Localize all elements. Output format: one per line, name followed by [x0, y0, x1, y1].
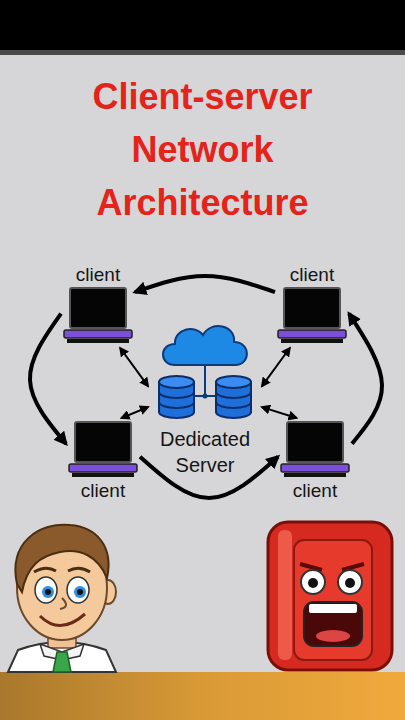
- ring-arrow: [135, 276, 275, 292]
- ring-arrow: [349, 314, 382, 444]
- panel: [0, 55, 405, 672]
- link-arrow: [262, 407, 297, 418]
- node-label: client: [290, 264, 334, 286]
- title-box: Client-server Network Architecture: [57, 70, 348, 229]
- client-node: client: [61, 262, 135, 348]
- link-arrow: [262, 348, 290, 386]
- laptop-icon: [63, 286, 133, 346]
- ring-arrow: [30, 314, 66, 444]
- top-bar: [0, 0, 405, 50]
- node-label: client: [293, 480, 337, 502]
- link-arrow: [120, 348, 148, 386]
- client-node: client: [275, 262, 349, 348]
- top-rule: [0, 50, 405, 55]
- laptop-icon: [68, 420, 138, 480]
- node-label: client: [81, 480, 125, 502]
- laptop-icon: [277, 286, 347, 346]
- cartoon-man: [8, 525, 116, 672]
- link-arrow: [122, 407, 149, 418]
- server-icon: [155, 320, 255, 426]
- title: Client-server Network Architecture: [57, 70, 348, 229]
- server-node: Dedicated Server: [148, 318, 262, 480]
- bottom-strip: [0, 672, 405, 720]
- robot-face: [268, 522, 392, 670]
- node-label: client: [76, 264, 120, 286]
- client-node: client: [278, 418, 352, 504]
- client-node: client: [66, 418, 140, 504]
- laptop-icon: [280, 420, 350, 480]
- node-label: Dedicated Server: [150, 426, 260, 478]
